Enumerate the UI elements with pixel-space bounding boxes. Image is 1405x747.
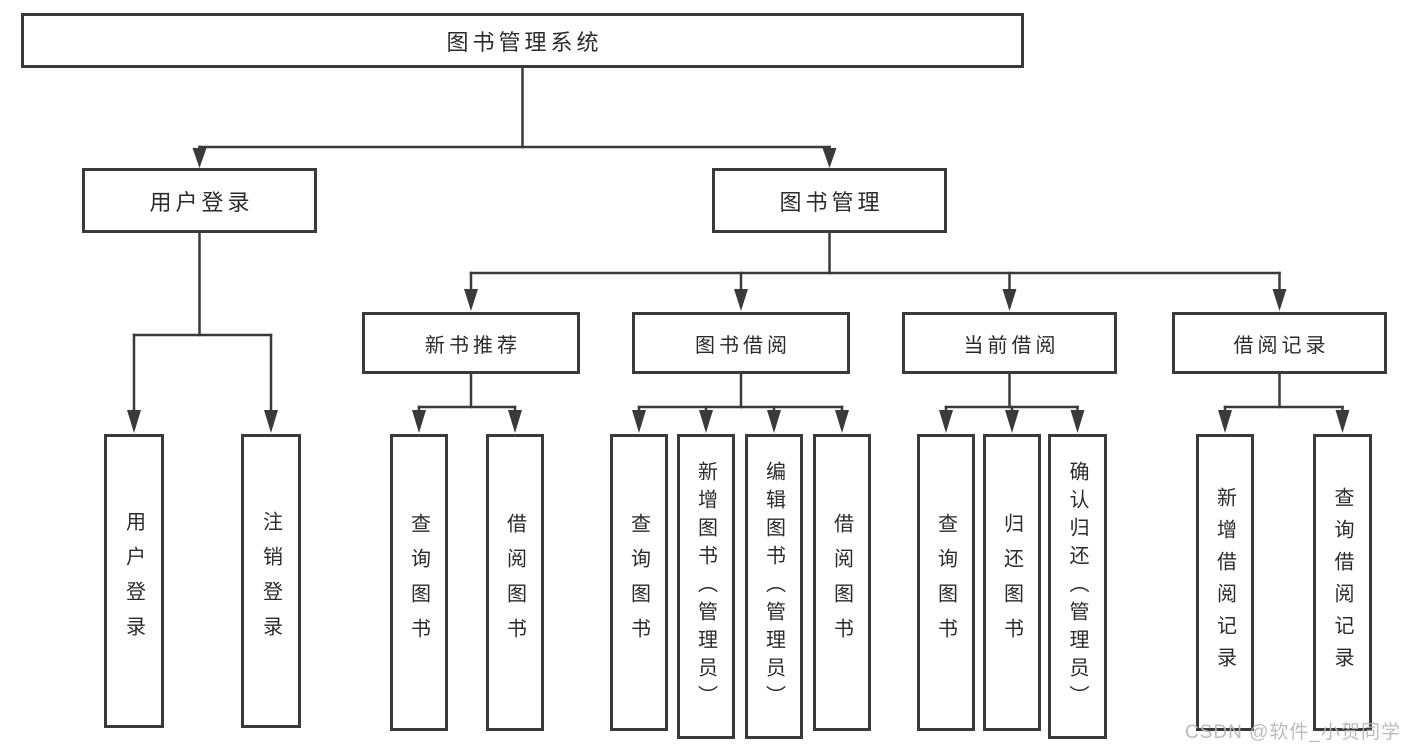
leaf-query-books-recommend: 查询图书 <box>390 434 448 731</box>
leaf-borrow-books-recommend: 借阅图书 <box>486 434 544 731</box>
node-current-borrowing: 当前借阅 <box>902 312 1117 374</box>
arrowheads <box>127 148 1350 433</box>
node-library-management-system: 图书管理系统 <box>21 13 1024 68</box>
leaf-add-books-admin: 新增图书（管理员） <box>677 434 735 739</box>
leaf-query-books-current: 查询图书 <box>917 434 975 731</box>
node-user-login: 用户登录 <box>82 168 317 233</box>
node-book-management: 图书管理 <box>712 168 947 233</box>
leaf-borrow-books: 借阅图书 <box>813 434 871 731</box>
leaf-query-borrow-record: 查询借阅记录 <box>1313 434 1372 731</box>
watermark: CSDN @软件_小贺同学 <box>1185 722 1401 743</box>
leaf-edit-books-admin: 编辑图书（管理员） <box>745 434 803 739</box>
leaf-add-borrow-record: 新增借阅记录 <box>1196 434 1254 731</box>
leaf-logout: 注销登录 <box>241 434 301 728</box>
node-book-borrowing: 图书借阅 <box>632 312 850 374</box>
leaf-query-books-borrow: 查询图书 <box>610 434 668 731</box>
node-borrowing-records: 借阅记录 <box>1172 312 1387 374</box>
node-new-book-recommendation: 新书推荐 <box>362 312 580 374</box>
leaf-user-login: 用户登录 <box>104 434 164 728</box>
leaf-confirm-return-admin: 确认归还（管理员） <box>1048 434 1107 739</box>
leaf-return-books: 归还图书 <box>983 434 1041 731</box>
